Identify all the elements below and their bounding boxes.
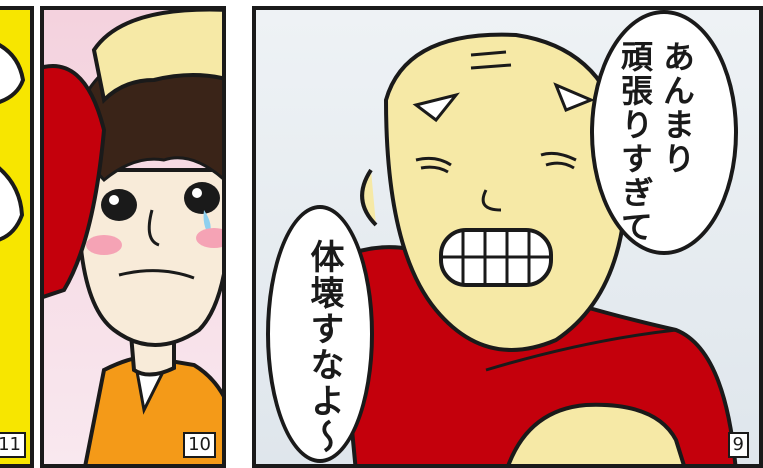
panel-9-art [333, 32, 738, 464]
speech-bubble-b: 体壊すなよ～ [266, 205, 374, 463]
comic-panel-11: 11 [0, 6, 34, 468]
bubble-a-line-2: 頑張りすぎて [616, 40, 654, 244]
panel-10-art [44, 10, 222, 464]
bubble-b-text: 体壊すなよ～ [304, 239, 344, 455]
bubble-a-line-1: あんまり [658, 40, 696, 176]
hand [506, 402, 686, 464]
panel-number-9: 9 [727, 432, 749, 458]
red-sleeve [44, 64, 107, 299]
panel-number-11: 11 [0, 432, 26, 458]
panel-11-art [0, 43, 26, 242]
speech-bubble-a: あんまり 頑張りすぎて [590, 10, 738, 255]
panel-number-10: 10 [183, 432, 216, 458]
hand-on-head [91, 10, 222, 105]
comic-panel-10: 10 [40, 6, 226, 468]
